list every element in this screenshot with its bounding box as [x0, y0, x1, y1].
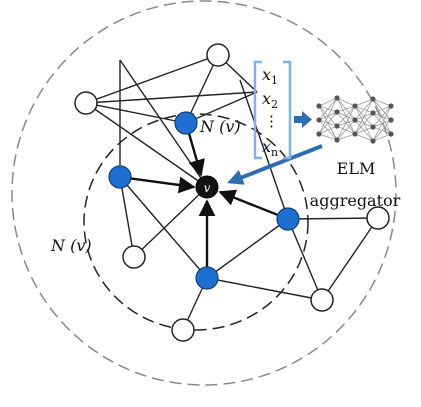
- vector-entry-2-sub: 2: [271, 98, 278, 111]
- node-white: [171, 318, 195, 342]
- node-neighbor: [195, 266, 219, 290]
- aggregator-label-line1: ELM: [337, 159, 376, 178]
- vector-entry-1-sub: 1: [271, 74, 278, 87]
- node-white: [122, 245, 146, 269]
- vector-entry-2-base: x: [262, 89, 271, 108]
- outer-nodes: [74, 43, 390, 342]
- aggregator-label-line2: aggregator: [310, 191, 401, 210]
- node-white: [310, 288, 334, 312]
- outer-boundary: [11, 0, 397, 386]
- svg-text:x1: x1: [262, 65, 278, 87]
- right-bracket: [283, 60, 292, 160]
- vector-entry-n-sub: n: [271, 146, 278, 159]
- left-bracket: [253, 60, 262, 160]
- node-white: [366, 206, 390, 230]
- node-white: [206, 43, 230, 67]
- node-neighbor: [108, 165, 132, 189]
- feature-vector: x1 x2 ⋮ xn: [253, 60, 292, 160]
- elm-network-icon: [316, 95, 394, 144]
- svg-text:x2: x2: [262, 89, 278, 111]
- vector-ellipsis: ⋮: [264, 112, 279, 130]
- neighborhood-boundary: [83, 113, 309, 331]
- vector-entry-n-base: x: [262, 137, 271, 156]
- node-neighbor: [174, 111, 198, 135]
- input-arrow: [294, 111, 312, 128]
- vector-entry-1-base: x: [262, 65, 271, 84]
- node-white: [74, 91, 98, 115]
- arrow-right-to-center: [218, 189, 289, 221]
- neighborhood-label-inner: N (v): [199, 117, 241, 136]
- neighborhood-label-outer: N (v): [50, 236, 92, 255]
- svg-text:xn: xn: [262, 137, 278, 159]
- node-neighbor: [276, 207, 300, 231]
- center-node-label: v: [204, 181, 211, 195]
- neighbor-nodes: [108, 111, 300, 290]
- center-node: [195, 175, 219, 199]
- arrow-left-to-center: [119, 175, 196, 194]
- aggregator-arrow: [227, 144, 323, 185]
